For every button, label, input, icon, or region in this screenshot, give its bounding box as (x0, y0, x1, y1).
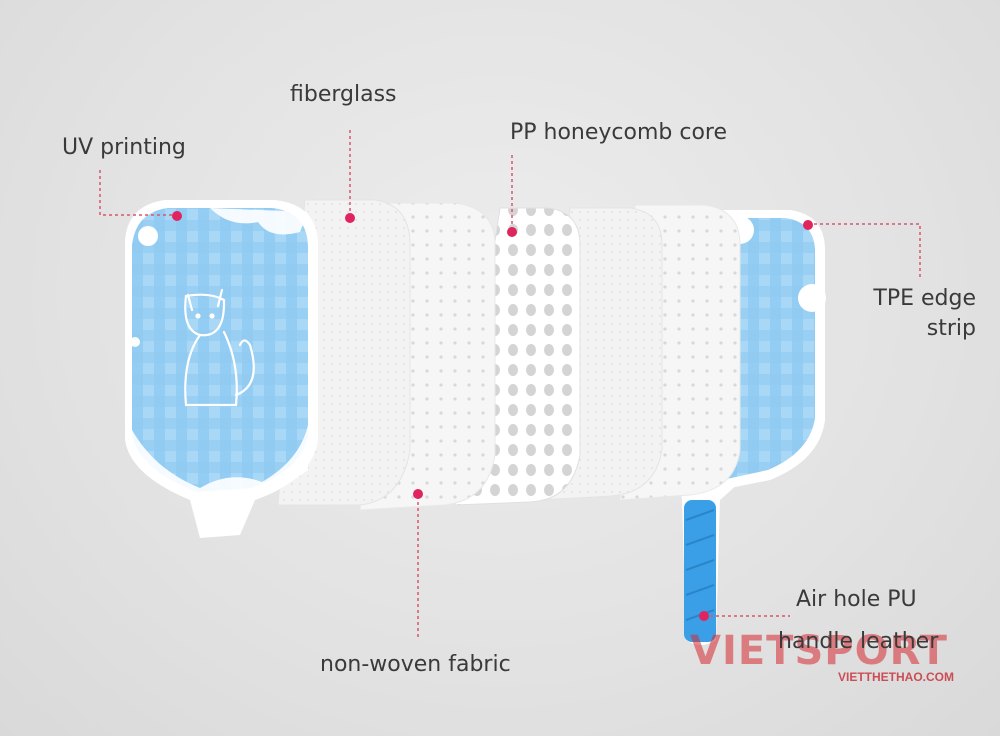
label-pp-honeycomb-core: PP honeycomb core (510, 120, 728, 145)
marker-fiberglass (345, 213, 355, 223)
cat-icon (184, 288, 255, 407)
marker-tpe (803, 220, 813, 230)
leader-lines (99, 130, 921, 640)
marker-uv (172, 211, 182, 221)
label-handle-leather: handle leather (778, 629, 939, 654)
marker-nonwoven (413, 489, 423, 499)
front-paddle-uv-face (125, 200, 318, 538)
watermark-url: VIETTHETHAO.COM (838, 670, 954, 684)
marker-pp (507, 227, 517, 237)
marker-dots (172, 211, 813, 621)
back-paddle (715, 210, 826, 490)
label-fiberglass: fiberglass (290, 82, 397, 107)
handle-grip (680, 477, 740, 645)
watermark-logo: VIETSPORT (690, 628, 948, 674)
label-air-hole-pu: Air hole PU (796, 587, 917, 612)
label-uv-printing: UV printing (62, 135, 186, 160)
label-non-woven-fabric: non-woven fabric (320, 652, 511, 677)
label-tpe-edge-strip: TPE edge strip (873, 286, 976, 341)
marker-airhole (699, 611, 709, 621)
